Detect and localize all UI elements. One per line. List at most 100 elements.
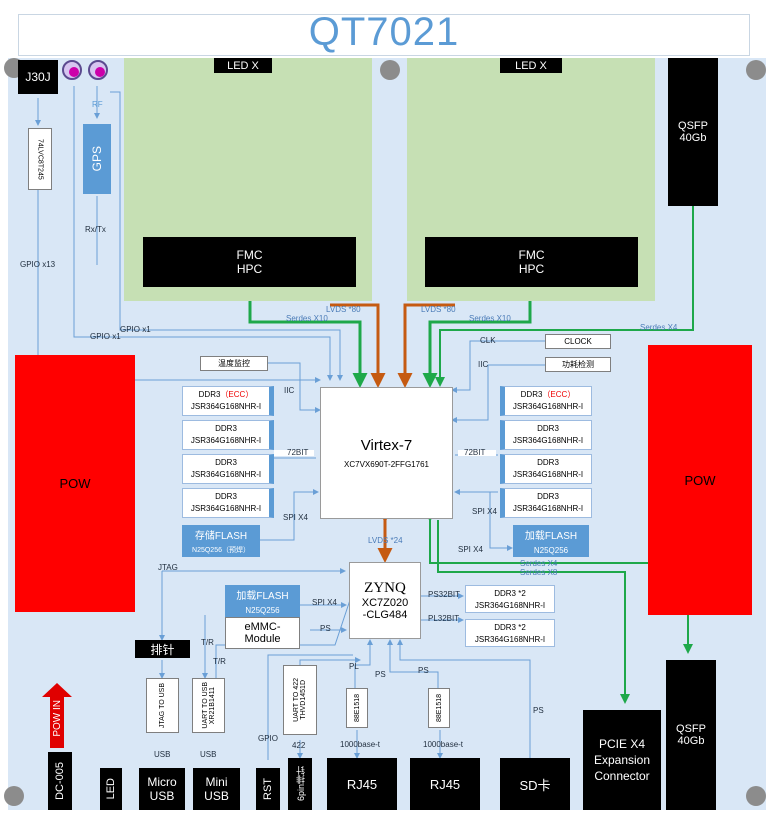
lvds-24-label: LVDS *24 — [368, 536, 403, 545]
pin-header: 排针 — [135, 640, 190, 658]
mount-hole-icon — [380, 60, 400, 80]
rf-label: RF — [92, 100, 103, 109]
zynq-part: XC7Z020 — [361, 597, 409, 609]
ecc-label: （ECC） — [542, 390, 576, 399]
emmc-label: eMMC- — [244, 621, 281, 633]
base-t-label: 1000base-t — [340, 740, 381, 749]
micro-label: Micro — [147, 775, 177, 789]
phy-chip: 88E1518 — [346, 688, 368, 728]
power-detect-block: 功耗检测 — [545, 357, 611, 372]
load-flash-right-part: N25Q256 — [513, 543, 589, 557]
zynq-package: -CLG484 — [362, 609, 408, 621]
virtex7-fpga: Virtex-7 XC7VX690T-2FFG1761 — [320, 387, 453, 519]
mini-usb-label: USB — [204, 789, 229, 803]
gpio1-label: GPIO x1 — [90, 332, 121, 341]
phy-label: 88E1518 — [353, 693, 361, 723]
qsfp-speed: 40Gb — [679, 132, 707, 144]
ddr-part: JSR364G168NHR-I — [512, 504, 584, 513]
phy-chip: 88E1518 — [428, 688, 450, 728]
tr-label: T/R — [213, 657, 226, 666]
base-t-label: 1000base-t — [423, 740, 464, 749]
spi-x4-label: SPI X4 — [312, 598, 337, 607]
ddr3-ecc-right: DDR3（ECC） JSR364G168NHR-I — [500, 386, 592, 416]
ddr-part: JSR364G168NHR-I — [190, 402, 262, 411]
ddr-part: JSR364G168NHR-I — [474, 601, 546, 610]
power-block-left: POW — [15, 355, 135, 612]
ddr3-label: DDR3 — [537, 424, 559, 433]
ddr3-label: DDR3 — [537, 492, 559, 501]
ddr3-zynq-pl: DDR3 *2 JSR364G168NHR-I — [465, 619, 555, 647]
hpc-label: HPC — [518, 262, 545, 276]
iic-label: IIC — [478, 360, 489, 369]
pow-in-arrow-icon — [42, 683, 72, 748]
qsfp-label: QSFP — [676, 723, 706, 735]
temp-monitor-block: 温度监控 — [200, 356, 268, 371]
ps-label: PS — [320, 624, 331, 633]
rj45-port-2: RJ45 — [410, 758, 480, 810]
ddr-part: JSR364G168NHR-I — [512, 436, 584, 445]
gps-label: GPS — [90, 146, 104, 172]
phy-label: 88E1518 — [435, 693, 443, 723]
ddr-part: JSR364G168NHR-I — [474, 635, 546, 644]
spi-x4-label: SPI X4 — [283, 513, 308, 522]
qsfp-speed: 40Gb — [677, 735, 705, 747]
hpc-label: HPC — [236, 262, 263, 276]
led-label: LED — [105, 778, 117, 800]
ddr3-label: DDR3 — [198, 390, 221, 399]
j30j-connector: J30J — [18, 60, 58, 94]
pow-in-label-wrap: POW IN — [46, 690, 68, 746]
ddr3-zynq-ps: DDR3 *2 JSR364G168NHR-I — [465, 585, 555, 613]
rf-connector-icon — [62, 60, 82, 80]
mount-hole-icon — [746, 60, 766, 80]
ddr-part: JSR364G168NHR-I — [512, 402, 584, 411]
uart-422-label: UART TO 422 — [293, 678, 300, 722]
pcie-label-3: Connector — [594, 769, 650, 783]
ddr3-label: DDR3 *2 — [494, 589, 526, 598]
jtag-usb-chip: JTAG TO USB — [146, 678, 179, 733]
emmc-module: eMMC-Module — [225, 617, 300, 649]
gpio1-label: GPIO x1 — [120, 325, 151, 334]
ddr-part: JSR364G168NHR-I — [190, 436, 262, 445]
emmc-label-2: Module — [244, 633, 281, 645]
usb-label: USB — [154, 750, 171, 759]
ddr-part: JSR364G168NHR-I — [190, 470, 262, 479]
board-title: QT7021 — [308, 10, 460, 54]
thvd-part: THVD1451D — [300, 680, 307, 720]
jtag-label: JTAG — [158, 563, 178, 572]
v422-label: 422 — [292, 741, 306, 750]
ddr3-label: DDR3 *2 — [494, 623, 526, 632]
tr-label: T/R — [201, 638, 214, 647]
chip-74-label: 74LVC8T245 — [36, 138, 44, 180]
power-block-right: POW — [648, 345, 752, 615]
led-x-right: LED X — [500, 58, 562, 73]
serdes-x10-label: Serdes X10 — [469, 314, 511, 323]
ddr3-label: DDR3 — [215, 492, 237, 501]
dc005-label: DC-005 — [54, 762, 66, 800]
serdes-x10-label: Serdes X10 — [286, 314, 328, 323]
load-flash-left-part: N25Q256 — [225, 603, 300, 617]
lvds-80-label: LVDS *80 — [326, 305, 361, 314]
load-flash-right: 加载FLASH — [513, 525, 589, 543]
rj45-port-1: RJ45 — [327, 758, 397, 810]
ddr3-label: DDR3 — [520, 390, 543, 399]
zynq-name: ZYNQ — [364, 580, 406, 596]
ddr-part: JSR364G168NHR-I — [512, 470, 584, 479]
gps-module: GPS — [83, 124, 111, 194]
ddr3-label: DDR3 — [215, 424, 237, 433]
gpio13-label: GPIO x13 — [20, 260, 56, 269]
uart-usb-label: UART TO USB — [201, 682, 209, 729]
serdes-x8-label: Serdes X8 — [520, 568, 558, 577]
mount-hole-icon — [746, 786, 766, 806]
pcie-label: PCIE X4 — [598, 737, 646, 751]
virtex-name: Virtex-7 — [360, 437, 413, 454]
title-frame — [18, 14, 750, 56]
